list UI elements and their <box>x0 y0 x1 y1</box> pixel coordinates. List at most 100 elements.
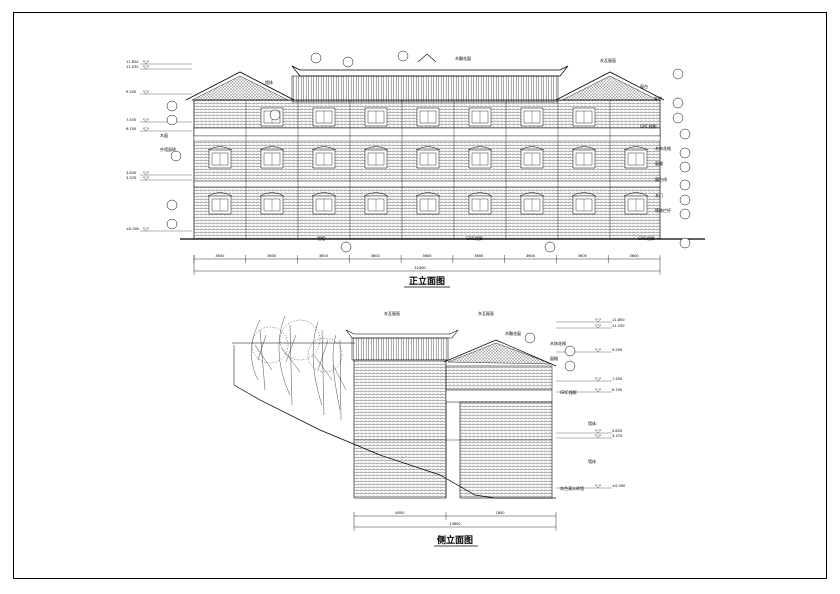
level-marker-icon <box>594 318 602 323</box>
annotation-note: 窗楣 <box>550 355 558 361</box>
level-label: 7.450 <box>612 377 623 381</box>
annotation-note: 墙体 <box>265 79 273 85</box>
annotation-note: 灰砖 <box>654 95 662 101</box>
window <box>363 146 389 169</box>
annotation-note: 木窗 <box>160 132 168 138</box>
window <box>572 107 596 127</box>
level-label: 9.500 <box>126 90 137 94</box>
annotation-note: 木饰花格 <box>550 340 566 346</box>
annotation-note: 灰瓦屋面 <box>384 310 400 316</box>
window <box>467 146 493 169</box>
dimension-label: 3600 <box>267 254 277 258</box>
level-label: 6.700 <box>126 127 137 131</box>
level-label: 11.250 <box>126 65 139 69</box>
annotation-note: GRC线脚 <box>466 235 482 241</box>
window <box>207 192 233 215</box>
level-marker-icon <box>594 484 602 489</box>
dimension-label: 3600 <box>422 254 432 258</box>
window <box>415 192 441 215</box>
window <box>207 146 233 169</box>
side-elevation <box>232 329 557 499</box>
dimension-label: 3600 <box>474 254 484 258</box>
annotation-note: 墙帽 <box>317 235 325 241</box>
window <box>519 192 545 215</box>
window <box>364 107 388 127</box>
front-notes: 灰瓦屋面墙体木雕花窗窗台灰砖GRC线脚木饰花格窗楣窗台线木门铸铁栏杆木窗外墙面砖… <box>160 55 671 241</box>
level-label: 7.450 <box>126 118 137 122</box>
level-label: 3.370 <box>126 176 137 180</box>
window <box>259 146 285 169</box>
window <box>312 107 336 127</box>
level-label: 11.850 <box>612 318 625 322</box>
annotation-note: GRC线脚 <box>638 235 654 241</box>
landscape-trees <box>251 315 347 421</box>
side-dim-2: 7800 <box>495 511 505 515</box>
front-dimensions <box>193 255 661 275</box>
window <box>259 192 285 215</box>
level-marker-icon <box>594 388 602 393</box>
level-label: 3.820 <box>612 429 623 433</box>
dimension-label: 3600 <box>630 254 640 258</box>
window <box>468 107 492 127</box>
dimension-label: 3600 <box>319 254 329 258</box>
window <box>571 146 597 169</box>
level-label: ±0.000 <box>126 227 140 231</box>
window <box>311 146 337 169</box>
annotation-note: 外墙面砖 <box>160 146 176 152</box>
front-total-dim: 32400 <box>414 266 426 270</box>
level-label: 3.370 <box>612 434 623 438</box>
level-marker-icon <box>142 227 150 232</box>
level-label: 11.850 <box>126 60 139 64</box>
front-dimension-labels: 3600 3600 3600 3600 3600 3600 3600 3600 3600 <box>193 254 640 263</box>
drawing-frame <box>13 12 827 579</box>
front-callouts <box>166 50 691 253</box>
annotation-note: 窗台 <box>640 83 648 89</box>
window <box>623 146 649 169</box>
annotation-note: 木门 <box>655 192 663 198</box>
side-callouts <box>524 332 576 372</box>
annotation-note: 木雕花窗 <box>505 330 521 336</box>
level-marker-icon <box>142 176 150 181</box>
side-dimensions <box>353 512 557 531</box>
annotation-note: 灰瓦屋面 <box>600 57 616 63</box>
front-elevation-title: 正立面图 <box>409 275 445 287</box>
side-total-dim: 13800 <box>449 522 461 526</box>
annotation-note: 墙体 <box>588 420 596 426</box>
annotation-note: 墙体 <box>588 458 596 464</box>
level-marker-icon <box>594 429 602 434</box>
level-marker-icon <box>594 348 602 353</box>
level-marker-icon <box>142 60 150 65</box>
side-elevation-title: 侧立面图 <box>437 534 473 546</box>
dimension-label: 3600 <box>526 254 536 258</box>
annotation-note: 窗台线 <box>655 176 667 182</box>
window <box>519 146 545 169</box>
window <box>571 192 597 215</box>
window <box>415 146 441 169</box>
level-label: 3.820 <box>126 171 137 175</box>
annotation-note: GRC线脚 <box>560 389 576 395</box>
front-windows <box>207 107 649 215</box>
window <box>416 107 440 127</box>
window <box>467 192 493 215</box>
level-label: ±0.000 <box>612 484 626 488</box>
level-label: 11.250 <box>612 324 625 328</box>
side-dim-1: 6000 <box>395 511 405 515</box>
level-marker-icon <box>594 377 602 382</box>
window <box>311 192 337 215</box>
level-marker-icon <box>142 118 150 123</box>
level-label: 6.700 <box>612 388 623 392</box>
dimension-label: 3600 <box>215 254 225 258</box>
window <box>520 107 544 127</box>
dimension-label: 3600 <box>578 254 588 258</box>
annotation-note: 灰瓦屋面 <box>478 310 494 316</box>
annotation-note: 木雕花窗 <box>455 55 471 61</box>
dimension-label: 3600 <box>371 254 381 258</box>
annotation-note: 铸铁栏杆 <box>655 207 671 213</box>
level-label: 9.500 <box>612 348 623 352</box>
level-marker-icon <box>142 90 150 95</box>
annotation-note: GRC线脚 <box>640 123 656 129</box>
annotation-note: 灰色清水砖墙 <box>560 485 584 491</box>
